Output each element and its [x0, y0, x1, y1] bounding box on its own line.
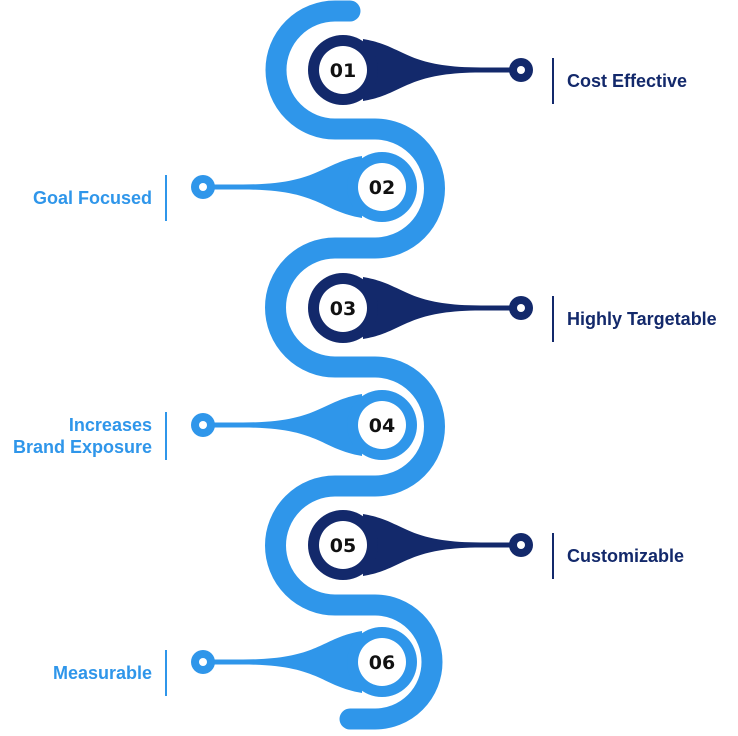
label-divider-05	[552, 533, 554, 579]
step-number-04: 04	[369, 415, 395, 437]
step-label-06: Measurable	[53, 662, 152, 684]
node-center-02	[358, 163, 406, 211]
pin-dot-04	[199, 421, 207, 429]
pin-dot-06	[199, 658, 207, 666]
label-divider-06	[165, 650, 167, 696]
pin-dot-02	[199, 183, 207, 191]
step-number-03: 03	[330, 298, 356, 320]
step-number-01: 01	[330, 60, 356, 82]
label-divider-02	[165, 175, 167, 221]
step-label-line: Customizable	[567, 546, 685, 566]
step-label-line: Measurable	[52, 663, 152, 683]
step-label-line: Highly Targetable	[567, 309, 717, 329]
step-label-05: Customizable	[567, 545, 684, 567]
step-label-01: Cost Effective	[567, 70, 687, 92]
connector-04	[203, 394, 362, 456]
step-label-line: Increases	[68, 415, 152, 435]
label-divider-03	[552, 296, 554, 342]
step-number-02: 02	[369, 177, 395, 199]
connector-01	[363, 39, 521, 101]
pin-dot-01	[517, 66, 525, 74]
step-label-line: Brand Exposure	[12, 437, 152, 457]
node-center-01	[319, 46, 367, 94]
step-number-05: 05	[330, 535, 356, 557]
step-number-06: 06	[369, 652, 395, 674]
step-node-03: 03	[308, 273, 533, 343]
step-label-line: Cost Effective	[567, 71, 688, 91]
step-node-06: 06	[191, 627, 417, 697]
step-node-04: 04	[191, 390, 417, 460]
step-label-03: Highly Targetable	[567, 308, 717, 330]
step-node-02: 02	[191, 152, 417, 222]
node-center-03	[319, 284, 367, 332]
wave-path	[265, 0, 445, 730]
label-divider-01	[552, 58, 554, 104]
step-label-02: Goal Focused	[33, 187, 152, 209]
node-center-06	[358, 638, 406, 686]
step-node-05: 05	[308, 510, 533, 580]
step-node-01: 01	[308, 35, 533, 105]
pin-dot-05	[517, 541, 525, 549]
connector-05	[363, 514, 521, 576]
label-divider-04	[165, 412, 167, 460]
connector-02	[203, 156, 362, 218]
node-center-04	[358, 401, 406, 449]
step-nodes: 01 02 03 04 05 06	[191, 35, 533, 697]
node-center-05	[319, 521, 367, 569]
connector-06	[203, 631, 362, 693]
step-label-line: Goal Focused	[32, 188, 152, 208]
connector-03	[363, 277, 521, 339]
pin-dot-03	[517, 304, 525, 312]
